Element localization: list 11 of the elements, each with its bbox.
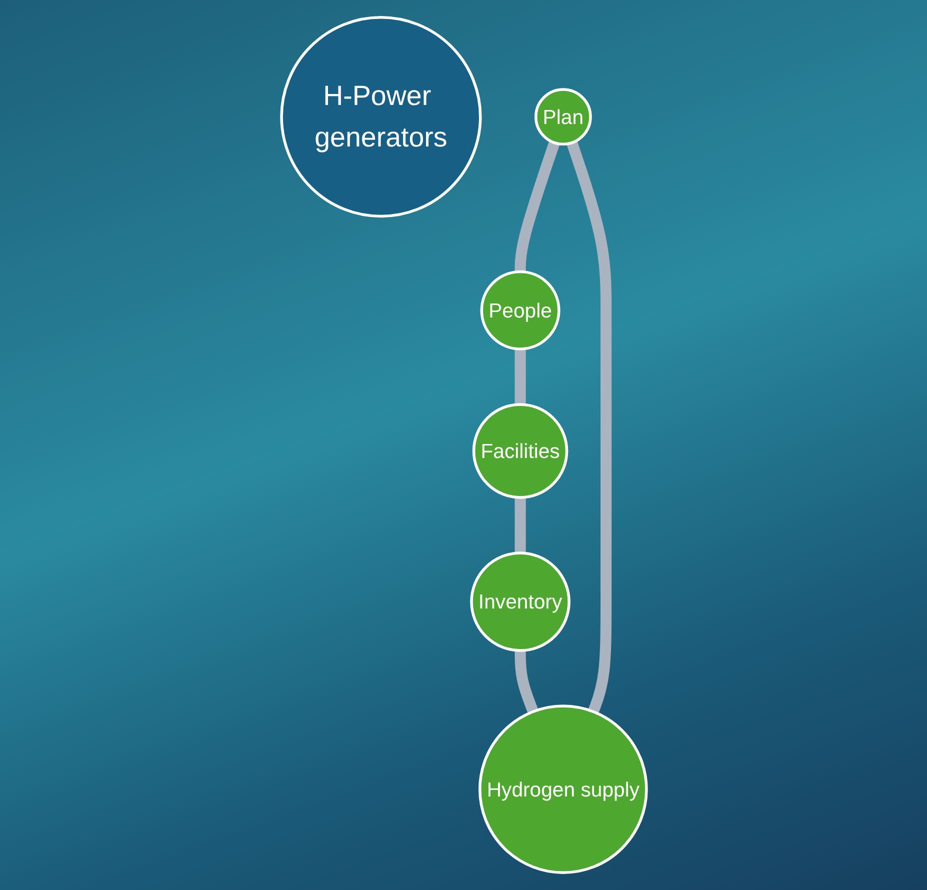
connector xyxy=(514,140,560,273)
node-circle: Plan xyxy=(534,88,592,146)
node-circle: Facilities xyxy=(472,403,568,499)
node-circle: Hydrogen supply xyxy=(478,704,648,874)
node-circle: People xyxy=(480,270,560,350)
node-circle: Inventory xyxy=(470,552,570,652)
connector xyxy=(514,650,538,714)
connector xyxy=(514,348,526,406)
connector xyxy=(566,140,612,714)
connector xyxy=(514,496,526,554)
node-circle: H-Power generators xyxy=(280,16,482,218)
